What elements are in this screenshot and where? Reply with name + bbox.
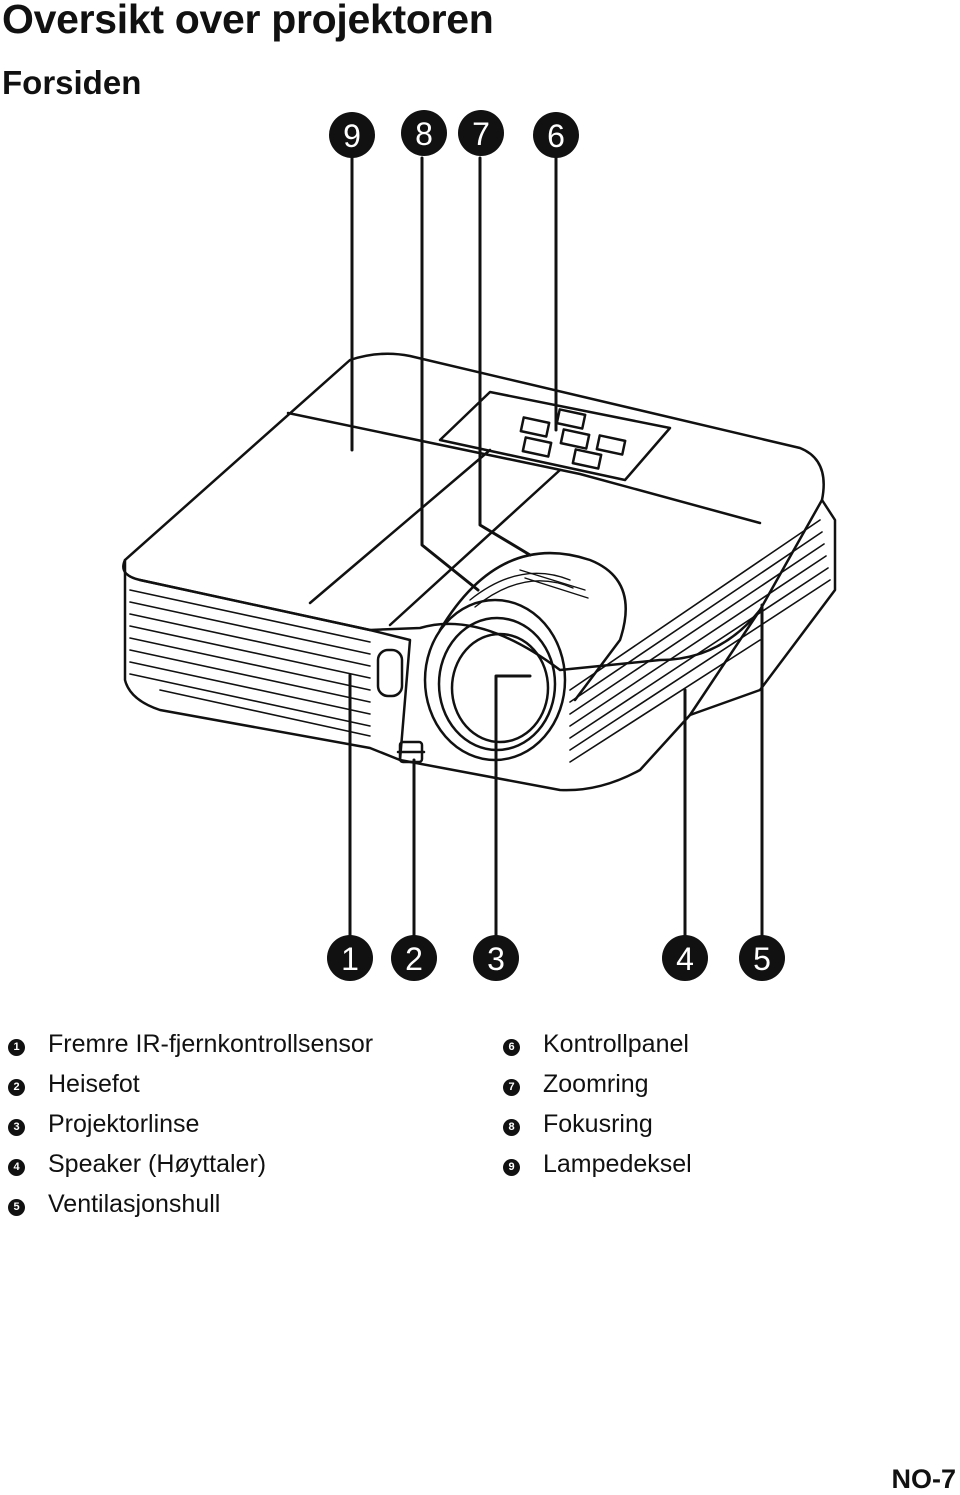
legend-number: 8	[503, 1118, 520, 1136]
legend-number: 7	[503, 1078, 520, 1096]
legend-label: Projektorlinse	[48, 1109, 200, 1138]
legend-number: 1	[8, 1038, 25, 1056]
section-title: Forsiden	[2, 64, 142, 101]
callout-badge-3: 3	[473, 935, 519, 981]
legend-right: 6 Kontrollpanel 7 Zoomring 8 Fokusring 9…	[503, 1024, 692, 1184]
callout-badge-7: 7	[458, 110, 504, 156]
page-number: NO-7	[891, 1464, 956, 1494]
legend-label: Heisefot	[48, 1069, 140, 1098]
legend-label: Kontrollpanel	[543, 1029, 689, 1058]
legend-item: 2 Heisefot	[8, 1064, 373, 1104]
legend-label: Fokusring	[543, 1109, 653, 1138]
page-title: Oversikt over projektoren	[2, 0, 494, 42]
legend-left: 1 Fremre IR-fjernkontrollsensor 2 Heisef…	[8, 1024, 373, 1224]
legend-item: 3 Projektorlinse	[8, 1104, 373, 1144]
legend-label: Lampedeksel	[543, 1149, 692, 1178]
legend-item: 6 Kontrollpanel	[503, 1024, 692, 1064]
legend-number: 5	[8, 1198, 25, 1216]
callout-badge-2: 2	[391, 935, 437, 981]
callout-label-8: 8	[415, 116, 433, 152]
legend-item: 9 Lampedeksel	[503, 1144, 692, 1184]
callout-label-4: 4	[676, 941, 694, 977]
legend-number: 9	[503, 1158, 520, 1176]
callout-label-3: 3	[487, 941, 505, 977]
callout-label-9: 9	[343, 118, 361, 154]
legend-item: 5 Ventilasjonshull	[8, 1184, 373, 1224]
projector-front-diagram: 9 8 7 6 1 2 3 4 5	[122, 110, 837, 981]
legend-label: Ventilasjonshull	[48, 1189, 221, 1218]
callout-label-2: 2	[405, 941, 423, 977]
callout-badge-8: 8	[401, 110, 447, 156]
callout-label-1: 1	[341, 941, 359, 977]
legend-label: Speaker (Høyttaler)	[48, 1149, 267, 1178]
callout-badge-4: 4	[662, 935, 708, 981]
legend-number: 6	[503, 1038, 520, 1056]
callout-label-7: 7	[472, 116, 490, 152]
callout-label-6: 6	[547, 118, 565, 154]
legend-number: 4	[8, 1158, 25, 1176]
callout-badge-6: 6	[533, 112, 579, 158]
legend-number: 2	[8, 1078, 25, 1096]
legend-item: 1 Fremre IR-fjernkontrollsensor	[8, 1024, 373, 1064]
callout-badge-1: 1	[327, 935, 373, 981]
projector-illustration	[122, 352, 837, 792]
legend-item: 4 Speaker (Høyttaler)	[8, 1144, 373, 1184]
legend-label: Zoomring	[543, 1069, 649, 1098]
callout-badge-9: 9	[329, 112, 375, 158]
callout-label-5: 5	[753, 941, 771, 977]
callout-badge-5: 5	[739, 935, 785, 981]
legend-item: 8 Fokusring	[503, 1104, 692, 1144]
legend-item: 7 Zoomring	[503, 1064, 692, 1104]
legend-label: Fremre IR-fjernkontrollsensor	[48, 1029, 374, 1058]
legend-number: 3	[8, 1118, 25, 1136]
